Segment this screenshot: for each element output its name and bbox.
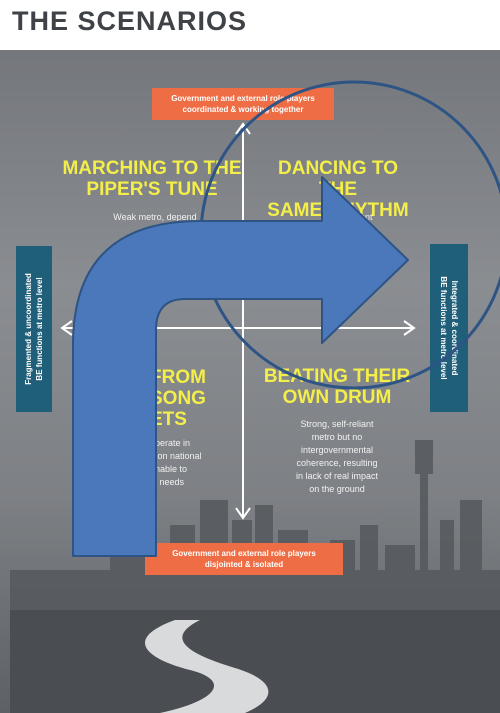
q1-heading-line1: MARCHING TO THE bbox=[62, 158, 242, 179]
q4-desc-line6: on the ground bbox=[309, 484, 365, 494]
title-band bbox=[0, 0, 500, 50]
q3-desc-line3: unable to bbox=[150, 464, 188, 474]
q1-heading-line2: PIPER'S TUNE bbox=[86, 179, 218, 200]
bottom-label-line1: Government and external role players bbox=[172, 549, 316, 558]
q3-desc-line1: operate in bbox=[150, 438, 191, 448]
q4-desc-line1: Strong, self-reliant bbox=[300, 419, 374, 429]
q4-desc-line2: metro but no bbox=[311, 432, 363, 442]
right-axis-label: Integrated & coordinated BE functions at… bbox=[430, 244, 468, 412]
q3-desc-line2: e on national bbox=[150, 451, 202, 461]
bottom-axis-label: Government and external role players dis… bbox=[145, 543, 343, 575]
curved-arrow-overlay bbox=[72, 176, 409, 557]
q3-description: operate in e on national unable to al ne… bbox=[150, 437, 240, 489]
top-axis-label: Government and external role players coo… bbox=[152, 88, 334, 120]
q4-desc-line4: coherence, resulting bbox=[296, 458, 378, 468]
bottom-label-line2: disjointed & isolated bbox=[204, 560, 284, 569]
q1-heading: MARCHING TO THE PIPER'S TUNE bbox=[62, 158, 242, 200]
q4-heading-line2: OWN DRUM bbox=[282, 387, 392, 408]
q3-heading: FROM SONG ETS bbox=[150, 367, 230, 430]
q3-heading-line3: ETS bbox=[150, 409, 187, 430]
q4-desc-line3: intergovernmental bbox=[300, 445, 374, 455]
poster-title: THE SCENARIOS bbox=[12, 6, 248, 36]
q4-desc-line5: in lack of real impact bbox=[295, 471, 379, 481]
q1-desc-line1: Weak metro, depend bbox=[113, 212, 197, 222]
q3-desc-line4: al needs bbox=[150, 477, 185, 487]
q3-heading-line2: SONG bbox=[150, 388, 206, 409]
q4-heading: BEATING THEIR OWN DRUM bbox=[262, 366, 412, 408]
top-label-line1: Government and external role players bbox=[171, 94, 315, 103]
q4-heading-line1: BEATING THEIR bbox=[263, 366, 411, 387]
top-label-line2: coordinated & working together bbox=[182, 105, 304, 114]
road-icon bbox=[144, 620, 269, 713]
q4-description: Strong, self-reliant metro but no interg… bbox=[272, 418, 402, 496]
left-axis-label: Fragmented & uncoordinated BE functions … bbox=[16, 246, 52, 412]
q2-desc-line1: ant bbox=[360, 212, 373, 222]
q3-heading-line1: FROM bbox=[150, 367, 206, 388]
